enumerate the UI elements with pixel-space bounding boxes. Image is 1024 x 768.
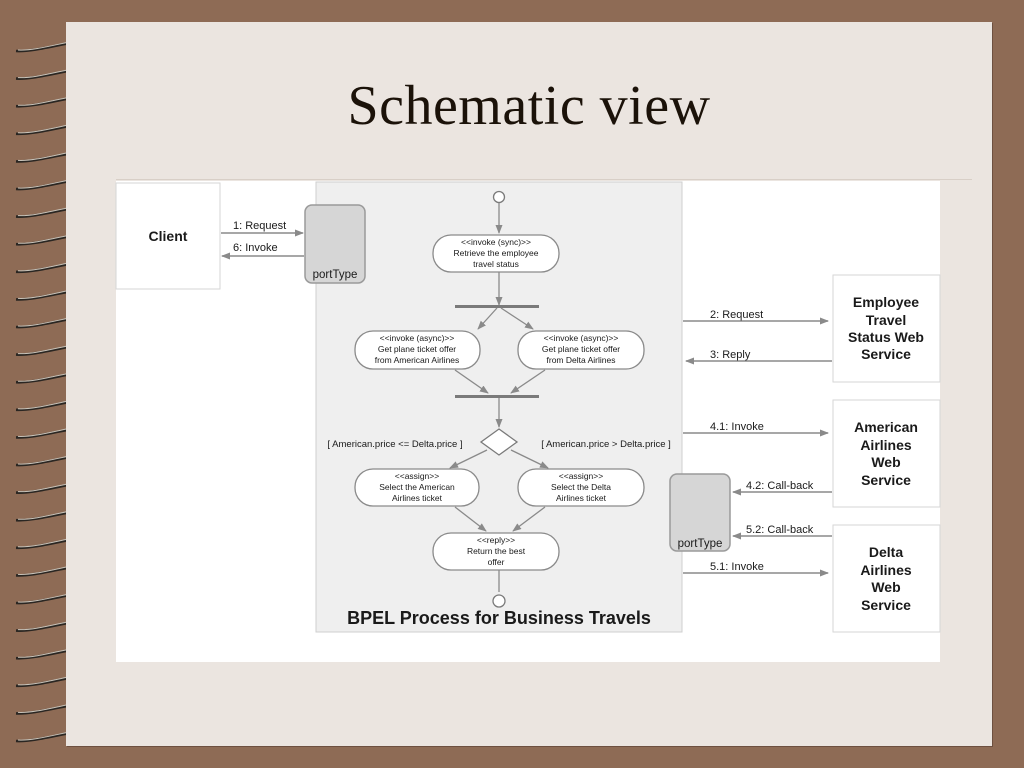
service-american-line3: Web [871, 454, 900, 470]
activity-american-line2: Get plane ticket offer [378, 344, 456, 354]
port-type-right [669, 473, 731, 552]
msg-request-label: 1: Request [233, 220, 286, 232]
assign-american-line2: Select the American [379, 482, 455, 492]
service-american-line4: Service [861, 472, 911, 488]
msg-2-request-label: 2: Request [710, 309, 763, 321]
port-type-left [304, 204, 366, 284]
flow-assign-right-reply [512, 506, 546, 532]
service-delta-box [832, 524, 941, 633]
guard-left-label: [ American.price <= Delta.price ] [327, 439, 462, 450]
decision-diamond [479, 428, 519, 456]
start-node [492, 190, 506, 204]
activity-delta-line2: Get plane ticket offer [542, 344, 620, 354]
reply-line1: <<reply>> [477, 535, 515, 545]
assign-delta-line3: Airlines ticket [556, 493, 607, 503]
slide-title: Schematic view [347, 75, 711, 137]
flow-fork-left [477, 307, 498, 330]
flow-decision-left [449, 449, 488, 469]
assign-american-line3: Airlines ticket [392, 493, 443, 503]
service-delta-line3: Web [871, 579, 900, 595]
process-title: BPEL Process for Business Travels [347, 608, 651, 628]
service-employee-line2: Travel [866, 312, 906, 328]
activity-retrieve-status [432, 234, 560, 273]
service-american-line2: Airlines [860, 437, 912, 453]
service-delta-line2: Airlines [860, 562, 912, 578]
flow-decision-right [510, 449, 549, 469]
msg-42-callback-label: 4.2: Call-back [746, 480, 814, 492]
activity-invoke-delta [517, 330, 645, 370]
msg-41-invoke-label: 4.1: Invoke [710, 421, 764, 433]
activity-delta-line1: <<invoke (async)>> [544, 333, 619, 343]
service-employee-box [832, 274, 941, 383]
activity-american-line3: from American Airlines [375, 355, 460, 365]
flow-fork-right [500, 307, 534, 330]
msg-52-callback-label: 5.2: Call-back [746, 524, 814, 536]
activity-retrieve-line1: <<invoke (sync)>> [461, 237, 531, 247]
activity-retrieve-line2: Retrieve the employee [453, 248, 538, 258]
flow-join-right [510, 369, 546, 394]
service-delta-line1: Delta [869, 544, 903, 560]
service-delta-line4: Service [861, 597, 911, 613]
activity-invoke-american [354, 330, 481, 370]
end-node [492, 594, 506, 608]
title-divider [116, 179, 972, 180]
client-label: Client [149, 228, 188, 244]
msg-51-invoke-label: 5.1: Invoke [710, 561, 764, 573]
flow-assign-left-reply [454, 506, 487, 532]
port-type-left-label: portType [313, 269, 358, 281]
activity-delta-line3: from Delta Airlines [547, 355, 616, 365]
service-employee-line4: Service [861, 346, 911, 362]
activity-assign-delta [517, 468, 645, 507]
activity-retrieve-line3: travel status [473, 259, 519, 269]
service-american-box [832, 399, 941, 508]
fork-bar [455, 305, 539, 308]
client-box [115, 182, 221, 290]
join-bar [455, 395, 539, 398]
port-type-right-label: portType [678, 538, 723, 550]
assign-delta-line1: <<assign>> [559, 471, 603, 481]
activity-american-line1: <<invoke (async)>> [380, 333, 455, 343]
guard-right-label: [ American.price > Delta.price ] [541, 439, 671, 450]
msg-3-reply-label: 3: Reply [710, 349, 751, 361]
activity-reply [432, 532, 560, 571]
service-employee-line1: Employee [853, 294, 919, 310]
flow-join-left [454, 369, 489, 394]
reply-line3: offer [488, 557, 505, 567]
service-employee-line3: Status Web [848, 329, 924, 345]
reply-line2: Return the best [467, 546, 526, 556]
activity-assign-american [354, 468, 480, 507]
msg-invoke-label: 6: Invoke [233, 242, 278, 254]
assign-american-line1: <<assign>> [395, 471, 439, 481]
assign-delta-line2: Select the Delta [551, 482, 611, 492]
service-american-line1: American [854, 419, 918, 435]
